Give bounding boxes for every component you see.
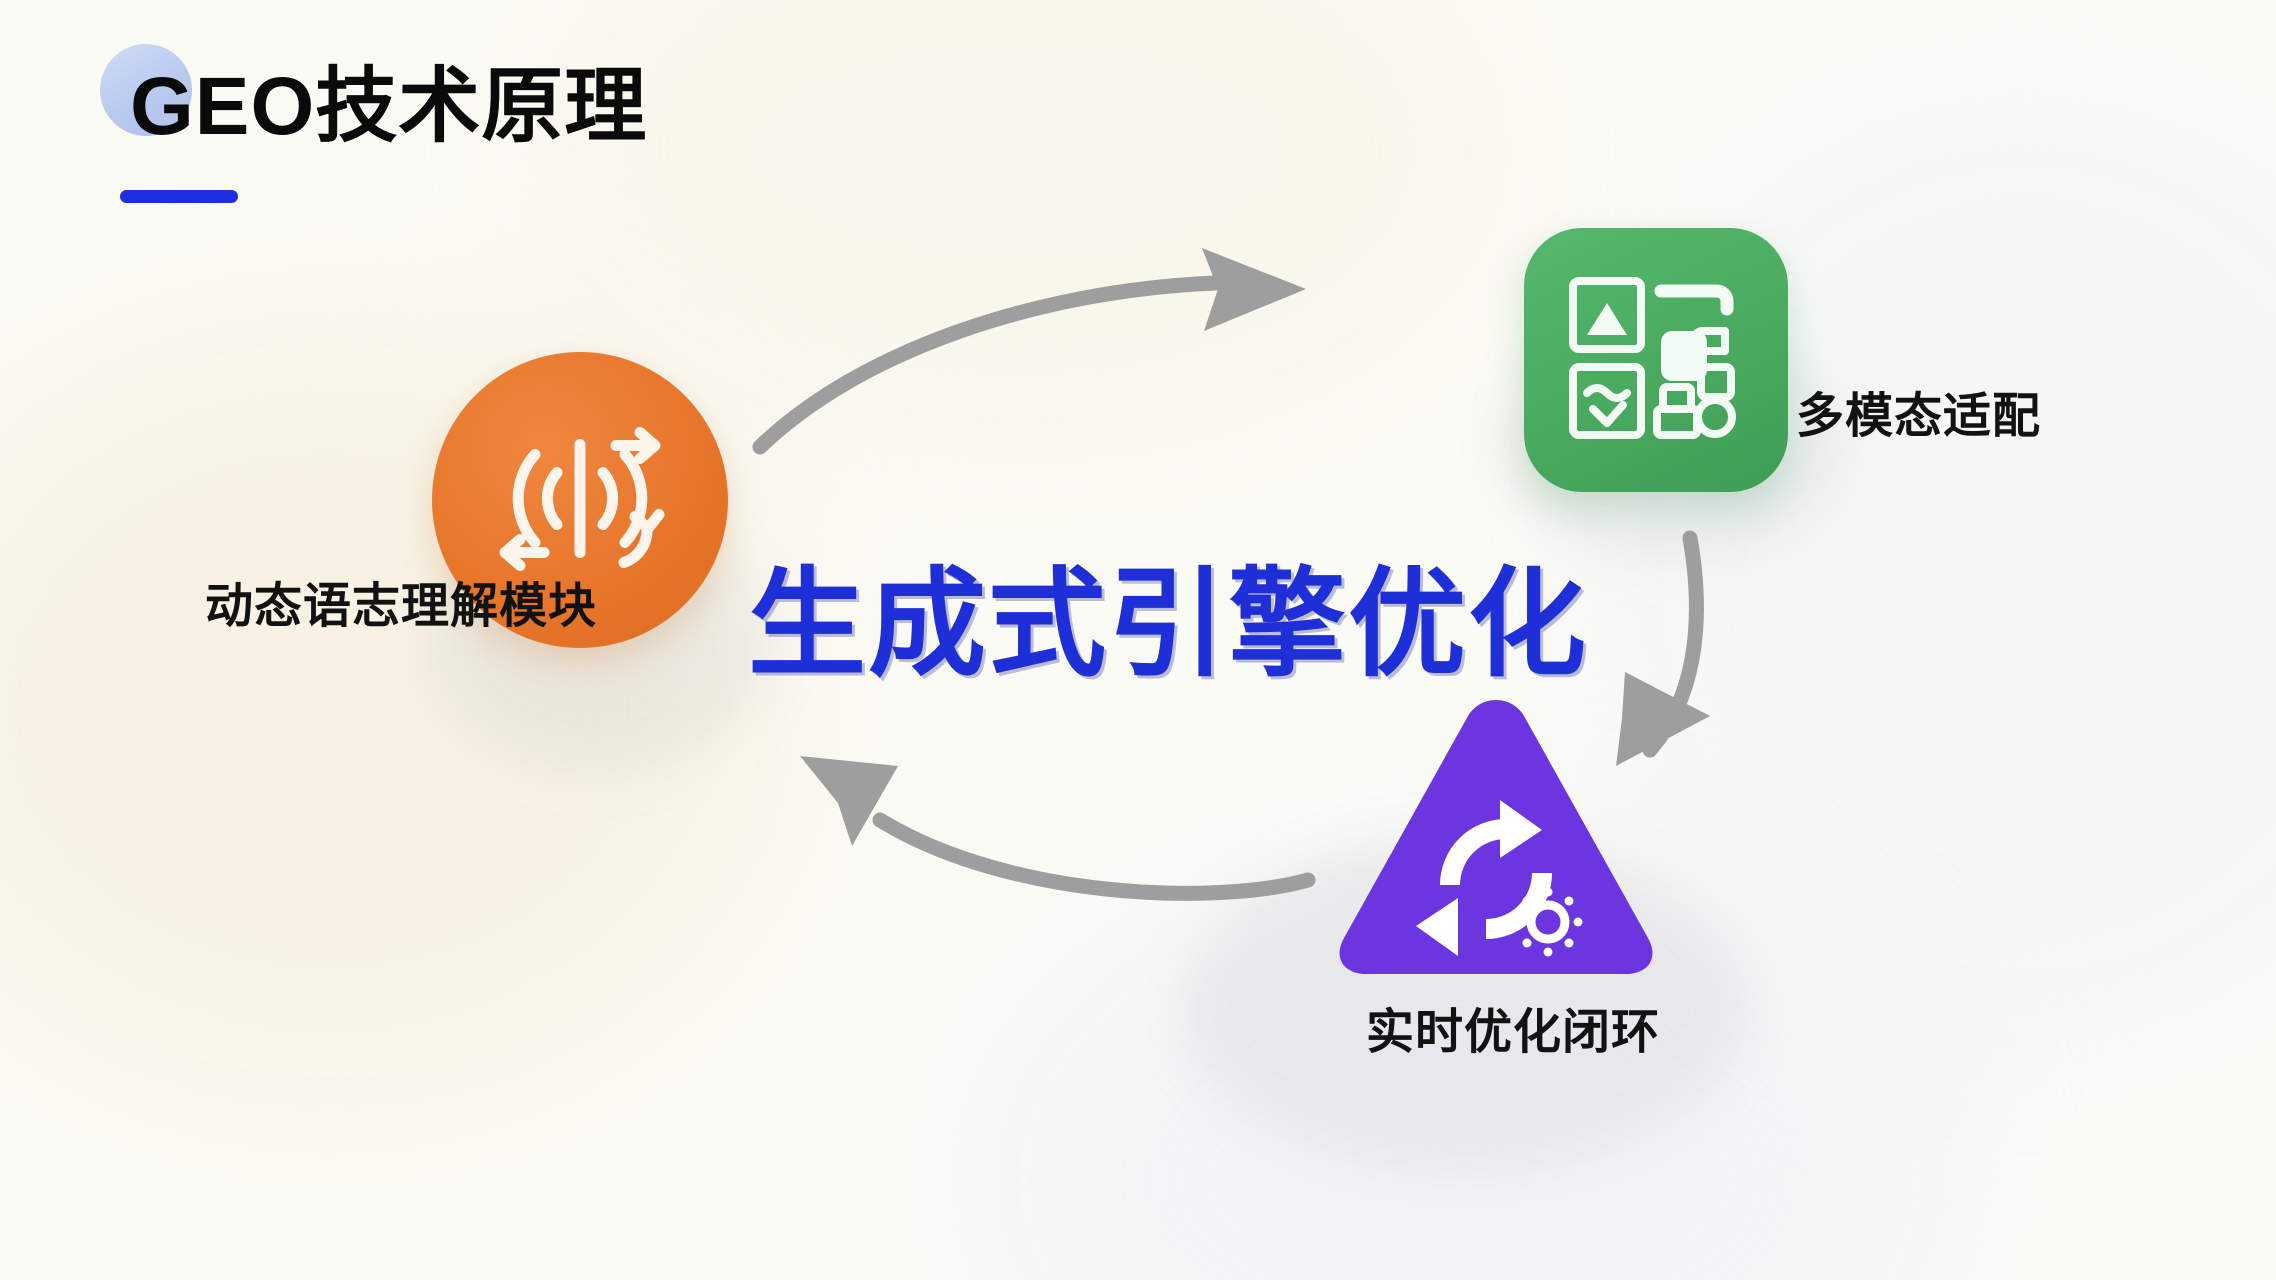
green-card-badge[interactable] xyxy=(1524,228,1788,492)
node-label-multimodal-adaptation: 多模态适配 xyxy=(1796,390,2042,443)
broadcast-signal-arrows-icon xyxy=(499,427,665,571)
slide-header: GEO技术原理 xyxy=(98,42,648,203)
node-label-realtime-optimization-loop: 实时优化闭环 xyxy=(1366,1006,1661,1059)
arrow-purple-to-orange-icon xyxy=(800,756,1316,901)
node-label-dynamic-semantic-module: 动态语志理解模块 xyxy=(205,580,598,633)
multimodal-grid-icon xyxy=(1569,277,1736,439)
orange-circle-badge[interactable] xyxy=(432,352,728,648)
arrow-orange-to-green-icon xyxy=(752,248,1306,455)
page-title: GEO技术原理 xyxy=(130,61,648,152)
refresh-cycle-gear-icon xyxy=(1339,700,1653,974)
purple-triangle-badge[interactable] xyxy=(1330,690,1662,980)
title-accent-bar xyxy=(120,190,238,203)
center-wordmark: 生成式引擎优化 xyxy=(748,559,1589,691)
header-decorative-dot xyxy=(100,44,192,136)
